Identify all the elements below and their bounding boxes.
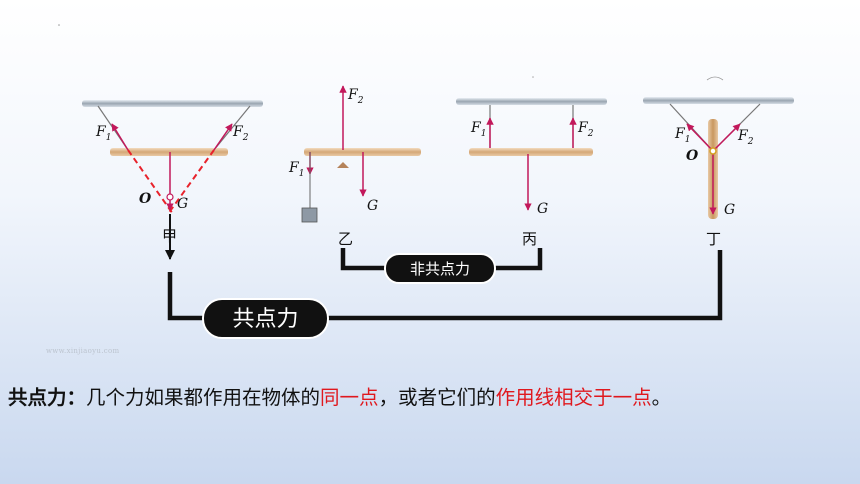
definition-term: 共点力 xyxy=(8,386,67,409)
g-label: G xyxy=(177,196,188,212)
bracket-label: 非共点力 xyxy=(410,260,470,278)
definition-part2: ，或者它们的 xyxy=(378,386,496,409)
o-label: O xyxy=(139,191,152,207)
f2-label: F2 xyxy=(737,128,754,147)
figure-yi: F2 F1 G 乙 xyxy=(288,85,421,248)
definition-end: 。 xyxy=(651,386,672,409)
ceiling-bar xyxy=(82,100,263,107)
force-f1-arrow xyxy=(686,123,714,152)
g-label: G xyxy=(367,198,378,214)
concurrent-point xyxy=(709,147,717,155)
f2-label: F2 xyxy=(347,87,364,106)
force-f2-arrow xyxy=(712,123,741,152)
figure-ding: F1 F2 O G 丁 xyxy=(643,76,794,248)
o-label: O xyxy=(686,148,699,164)
corner-dot xyxy=(58,24,60,26)
force-f2-arrow xyxy=(213,123,233,151)
ceiling-bar xyxy=(643,97,794,104)
figure-label-ding: 丁 xyxy=(706,230,721,248)
concurrent-bracket: 共点力 xyxy=(165,214,723,339)
definition-part1: 几个力如果都作用在物体的 xyxy=(86,386,321,409)
rod xyxy=(469,148,593,156)
non-concurrent-bracket: 非共点力 xyxy=(340,248,543,284)
extension-line-right xyxy=(167,149,215,215)
rod xyxy=(110,148,228,156)
speck-arc xyxy=(706,76,724,81)
extension-line-left xyxy=(127,149,174,215)
watermark: www.xinjiaoyu.com xyxy=(46,347,119,355)
bracket-line xyxy=(167,250,723,321)
concurrent-point xyxy=(166,193,174,201)
f2-label: F2 xyxy=(232,124,249,143)
g-label: G xyxy=(537,201,548,217)
hanging-weight xyxy=(301,207,318,223)
ceiling-bar xyxy=(456,98,607,105)
f1-label: F1 xyxy=(470,120,486,139)
definition-colon: ： xyxy=(66,386,87,409)
bracket-pill xyxy=(202,298,329,339)
pivot-triangle xyxy=(337,162,349,168)
bracket-label: 共点力 xyxy=(232,307,298,332)
f1-label: F1 xyxy=(288,160,304,179)
f2-label: F2 xyxy=(577,120,594,139)
definition-highlight-lines-intersect: 作用线相交于一点 xyxy=(495,386,652,409)
definition-text: 共点力：几个力如果都作用在物体的同一点，或者它们的作用线相交于一点。 xyxy=(8,381,858,410)
figure-label-bing: 丙 xyxy=(522,230,537,248)
g-label: G xyxy=(724,202,735,218)
figure-label-yi: 乙 xyxy=(338,230,353,248)
bracket-pill xyxy=(384,253,496,284)
f1-label: F1 xyxy=(95,124,111,143)
figure-bing: F1 F2 G 丙 xyxy=(456,76,607,248)
figure-jia: F1 F2 O G 甲 xyxy=(82,100,263,245)
f1-label: F1 xyxy=(674,126,690,145)
force-f1-arrow xyxy=(111,123,129,151)
definition-highlight-same-point: 同一点 xyxy=(320,386,379,409)
speck xyxy=(532,76,534,78)
